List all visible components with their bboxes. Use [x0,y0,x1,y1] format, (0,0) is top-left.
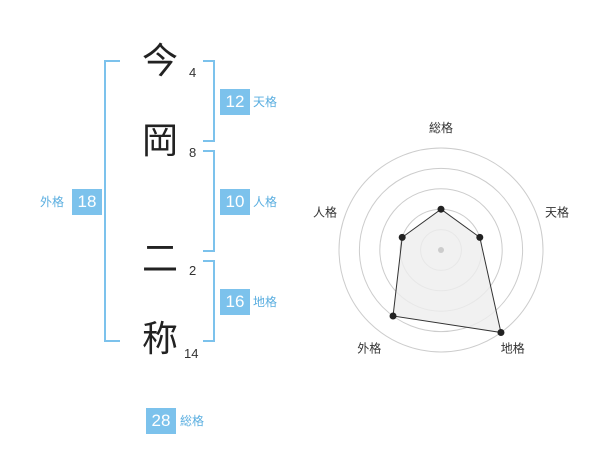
radar-value-polygon [392,208,502,334]
stroke-count-3: 2 [189,263,197,278]
radar-point-0 [437,205,445,213]
jinkaku-bracket [203,150,215,252]
name-char-3: 二 [141,239,178,280]
stroke-count-4: 14 [184,346,199,361]
radar-ring-4 [358,167,524,333]
jinkaku-label: 人格 [253,195,278,209]
jinkaku-value-badge: 10 [220,189,250,215]
gaikaku-value-badge: 18 [72,189,102,215]
radar-ring-5 [338,147,544,353]
name-char-2: 岡 [141,121,178,162]
radar-axis-label-1: 天格 [545,204,569,219]
name-char-1: 今 [141,41,178,82]
radar-axis-label-0: 総格 [429,120,453,135]
soukaku-label: 総格 [180,414,205,428]
radar-point-2 [497,329,505,337]
chikaku-bracket [203,260,215,342]
tenkaku-value-badge: 12 [220,89,250,115]
chikaku-label: 地格 [253,295,278,309]
gaikaku-bracket [104,60,120,342]
radar-axis-label-4: 人格 [313,204,337,219]
radar-ring-1 [420,229,462,271]
gaikaku-label: 外格 [40,195,65,209]
stroke-count-1: 4 [189,65,197,80]
chikaku-value-badge: 16 [220,289,250,315]
radar-ring-2 [399,208,483,292]
tenkaku-bracket [203,60,215,142]
soukaku-value-badge: 28 [146,408,176,434]
radar-axis-label-3: 外格 [357,341,381,356]
stroke-count-2: 8 [189,145,197,160]
radar-point-1 [476,233,484,241]
tenkaku-label: 天格 [253,95,278,109]
radar-point-4 [398,233,406,241]
radar-center-dot [438,247,444,253]
name-char-4: 称 [141,319,178,360]
radar-point-3 [389,312,397,320]
radar-axis-label-2: 地格 [501,341,525,356]
radar-ring-3 [379,188,503,312]
